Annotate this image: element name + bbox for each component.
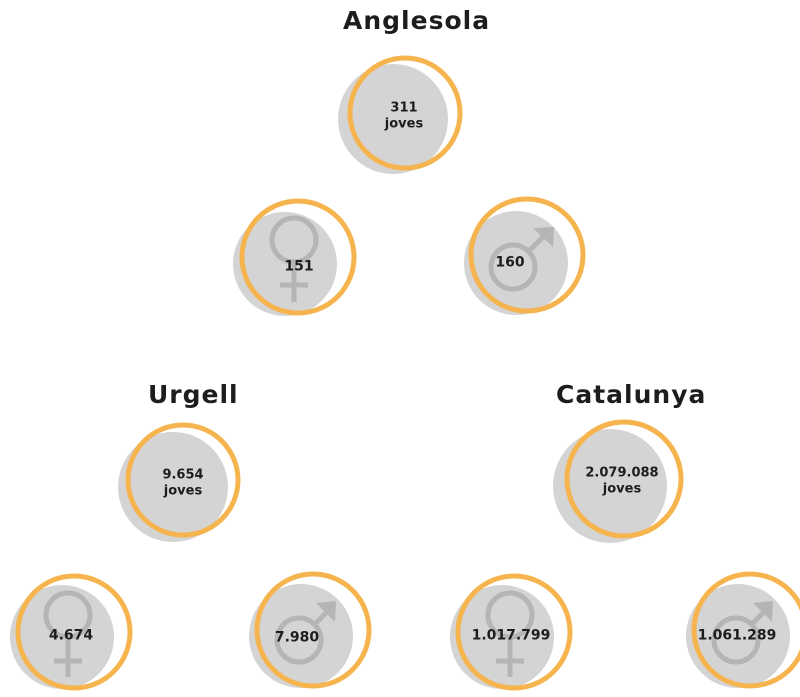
female-symbol-icon <box>10 573 133 691</box>
female-node-catalunya: 1.017.799 <box>446 573 580 697</box>
total-label: 2.079.088 joves <box>554 465 690 496</box>
total-node-urgell: 9.654 joves <box>115 422 247 543</box>
total-node-catalunya: 2.079.088 joves <box>552 418 690 544</box>
male-node-anglesola: 160 <box>458 196 592 317</box>
male-node-catalunya: 1.061.289 <box>680 570 800 694</box>
male-symbol-icon <box>249 571 372 689</box>
total-value: 311 <box>390 100 418 116</box>
female-symbol-icon <box>450 573 573 691</box>
circle-graphic <box>553 419 684 543</box>
total-value: 2.079.088 <box>585 465 659 481</box>
total-unit: joves <box>602 481 642 496</box>
male-count: 7.980 <box>274 629 320 646</box>
male-count: 160 <box>495 254 525 271</box>
female-count: 4.674 <box>48 627 94 644</box>
male-symbol-icon <box>464 196 586 315</box>
region-title-urgell: Urgell <box>148 380 239 409</box>
female-count: 151 <box>284 258 314 275</box>
female-count: 1.017.799 <box>471 627 551 644</box>
total-node-anglesola: 311 joves <box>338 55 464 176</box>
female-symbol-icon <box>233 198 357 316</box>
female-node-anglesola: 151 <box>231 198 363 320</box>
total-label: 9.654 joves <box>119 467 247 498</box>
total-unit: joves <box>384 116 424 131</box>
male-symbol-icon <box>686 571 800 689</box>
male-node-urgell: 7.980 <box>243 570 377 694</box>
male-count: 1.061.289 <box>697 627 777 644</box>
circle-graphic <box>338 55 463 174</box>
total-value: 9.654 <box>162 467 204 483</box>
total-unit: joves <box>163 483 203 498</box>
female-node-urgell: 4.674 <box>6 573 138 697</box>
circle-graphic <box>118 422 241 542</box>
region-title-catalunya: Catalunya <box>556 380 707 409</box>
region-title-anglesola: Anglesola <box>343 6 491 35</box>
total-label: 311 joves <box>344 100 464 131</box>
